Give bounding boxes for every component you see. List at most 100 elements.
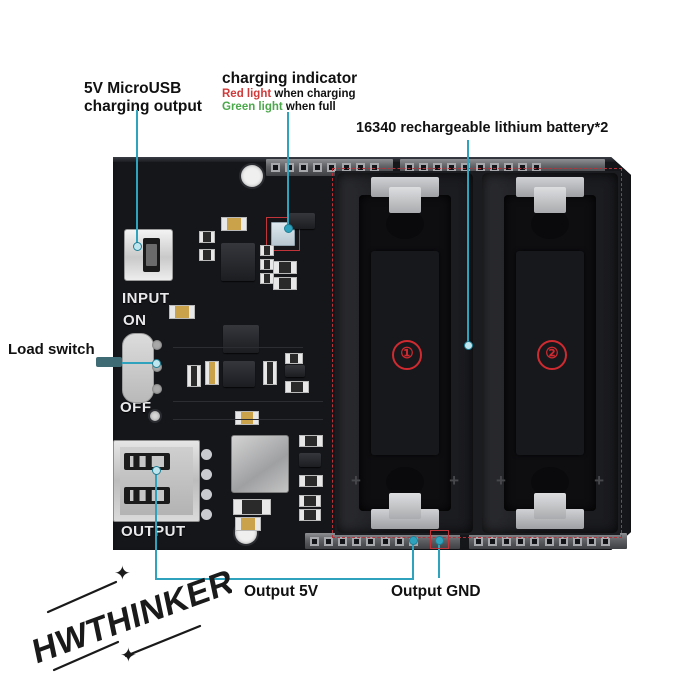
battery-slot-1-plus-right: + (449, 471, 459, 490)
header-pin[interactable] (544, 536, 554, 546)
header-pin[interactable] (394, 536, 404, 546)
watermark-line-top (46, 580, 118, 614)
battery-slot-1-clip-bottom (389, 493, 421, 519)
ic-charger (221, 243, 255, 281)
header-pin[interactable] (432, 163, 442, 172)
usb-solder-pad-4 (201, 509, 212, 520)
header-pin[interactable] (355, 163, 365, 172)
header-pin[interactable] (309, 536, 319, 546)
header-pin[interactable] (447, 163, 457, 172)
header-pin[interactable] (489, 163, 499, 172)
load-switch-slider[interactable] (122, 333, 162, 403)
header-pin[interactable] (518, 163, 528, 172)
battery-slot-2-plus-left: + (496, 471, 506, 490)
smd-resistor-11 (285, 381, 309, 393)
battery-slot-2[interactable]: + + ② (482, 173, 618, 533)
charging-indicator-led (271, 222, 295, 246)
header-pin[interactable] (501, 536, 511, 546)
micro-usb-connector[interactable] (124, 229, 173, 281)
header-pin[interactable] (487, 536, 497, 546)
green-light-label: Green light (222, 100, 283, 113)
header-pin[interactable] (298, 163, 308, 172)
watermark-line-bottom-left (52, 640, 120, 672)
annotation-charging-green-line: Green light when full (222, 101, 357, 114)
leader-dot-battery (464, 341, 473, 350)
header-pin[interactable] (475, 163, 485, 172)
header-pin[interactable] (366, 536, 376, 546)
micro-usb-tab-top (146, 244, 157, 249)
header-pin[interactable] (341, 163, 351, 172)
mounting-hole-top-left (241, 165, 263, 187)
battery-slot-1[interactable]: + + ① (337, 173, 473, 533)
leader-dot-load-switch (152, 359, 161, 368)
micro-usb-tab-bottom (146, 261, 157, 266)
smd-capacitor-3 (205, 361, 219, 385)
smd-capacitor-2 (169, 305, 195, 319)
leader-line-charging (287, 112, 289, 227)
leader-line-load-switch (96, 362, 158, 364)
header-pin[interactable] (337, 536, 347, 546)
smd-capacitor-1 (221, 217, 247, 231)
header-pin[interactable] (587, 536, 597, 546)
red-light-rest: when charging (271, 87, 356, 100)
header-pin[interactable] (284, 163, 294, 172)
battery-slot-2-circle-bottom (531, 467, 569, 497)
leader-line-output-gnd (438, 540, 440, 578)
header-pin[interactable] (558, 536, 568, 546)
mounting-hole-mid (150, 411, 160, 421)
header-pin[interactable] (516, 536, 526, 546)
header-pin[interactable] (530, 536, 540, 546)
smd-resistor-4 (260, 259, 274, 270)
annotation-output-gnd: Output GND (391, 583, 481, 600)
battery-area-highlight (332, 168, 622, 538)
watermark-svg: HWTHINKER ✦ ✦ (30, 562, 232, 672)
header-pin[interactable] (473, 536, 483, 546)
smd-resistor-12 (299, 435, 323, 447)
power-inductor (231, 435, 289, 493)
battery-slot-1-plus-left: + (351, 471, 361, 490)
battery-slot-2-contact-bottom (516, 509, 584, 529)
header-pin[interactable] (503, 163, 513, 172)
header-pin[interactable] (270, 163, 280, 172)
header-pin[interactable] (327, 163, 337, 172)
annotation-output-5v: Output 5V (244, 583, 319, 600)
smd-resistor-16 (299, 509, 321, 521)
leader-dot-charging (284, 224, 293, 233)
header-pin[interactable] (323, 536, 333, 546)
smd-resistor-9 (263, 361, 277, 385)
watermark-star-top: ✦ (114, 563, 131, 585)
leader-line-load-switch-thick (96, 357, 122, 367)
header-pin[interactable] (404, 163, 414, 172)
header-pin[interactable] (532, 163, 542, 172)
battery-slot-1-circle-top (386, 209, 424, 239)
battery-slot-1-circle-bottom (386, 467, 424, 497)
header-pin[interactable] (380, 536, 390, 546)
battery-slot-2-circle-top (531, 209, 569, 239)
annotation-micro-usb-line1: 5V MicroUSB (84, 80, 182, 97)
header-pin[interactable] (418, 163, 428, 172)
annotation-micro-usb-line2: charging output (84, 97, 202, 115)
header-pin[interactable] (313, 163, 323, 172)
annotation-charging-red-line: Red light when charging (222, 88, 357, 101)
battery-shield-board: INPUT ON OFF OUTPUT (113, 156, 632, 551)
header-pin[interactable] (601, 536, 611, 546)
transistor-2 (299, 453, 321, 467)
leader-dot-usb-output (152, 466, 161, 475)
header-pin[interactable] (461, 163, 471, 172)
micro-usb-slot (143, 238, 160, 272)
brand-watermark: HWTHINKER ✦ ✦ (22, 556, 232, 674)
smd-resistor-1 (199, 231, 215, 243)
header-pin[interactable] (369, 163, 379, 172)
header-pin[interactable] (572, 536, 582, 546)
leader-dot-output-5v-pin (409, 536, 418, 545)
battery-slot-2-plus-right: + (594, 471, 604, 490)
silkscreen-off: OFF (120, 399, 152, 416)
pcb-trace-3 (173, 419, 323, 420)
smd-resistor-6 (273, 261, 297, 274)
transistor-1 (285, 365, 305, 377)
ic-regulator (223, 325, 259, 353)
annotation-load-switch: Load switch (8, 341, 95, 358)
battery-slot-2-clip-bottom (534, 493, 566, 519)
leader-line-output5v-join (155, 578, 414, 580)
header-pin[interactable] (352, 536, 362, 546)
